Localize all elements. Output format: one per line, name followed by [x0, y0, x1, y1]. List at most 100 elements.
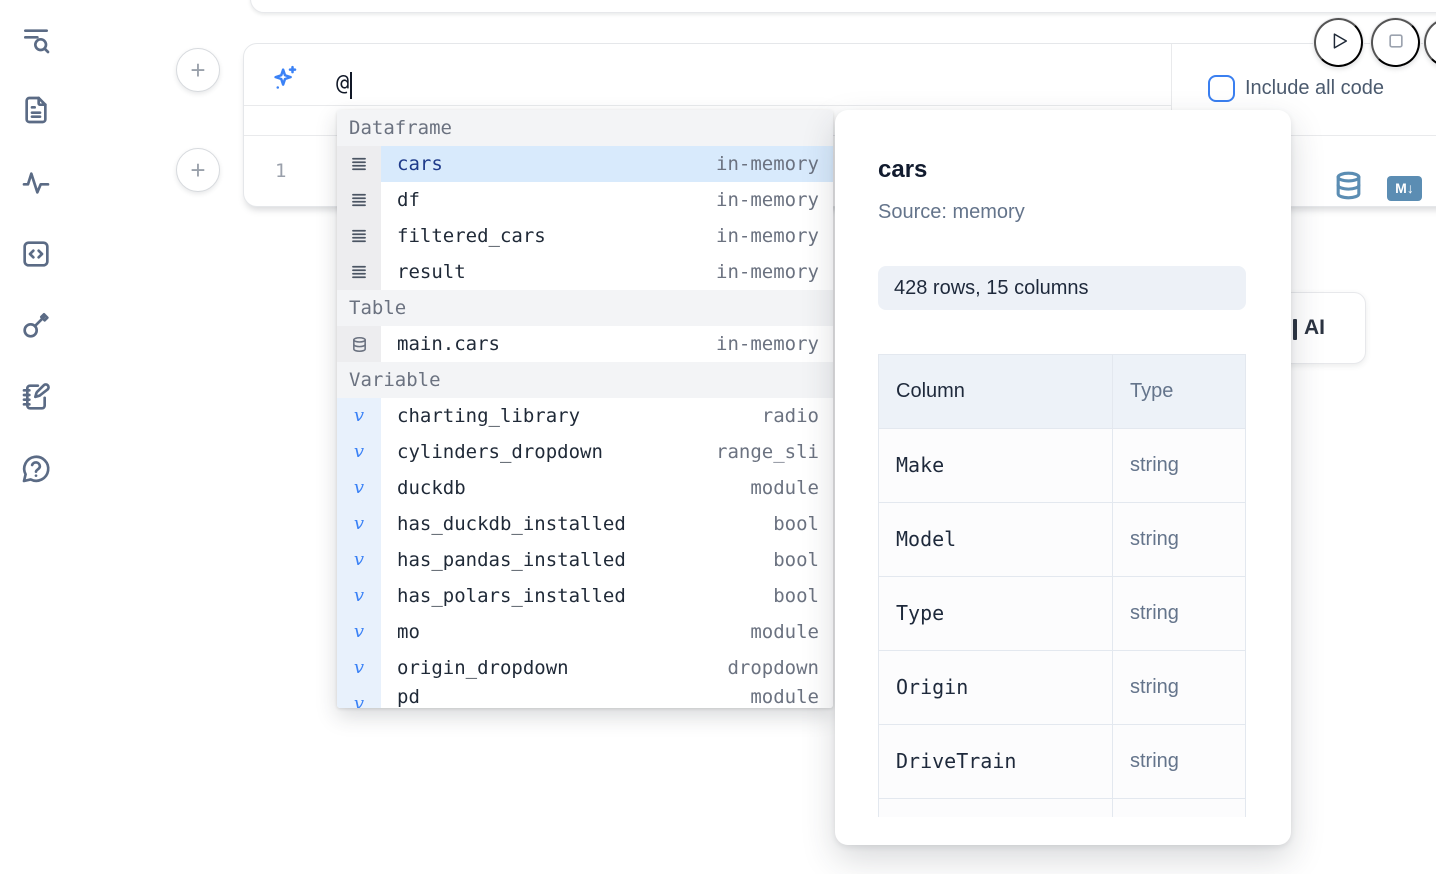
schema-column-name: DriveTrain — [878, 724, 1113, 799]
autocomplete-item[interactable]: result in-memory — [337, 254, 833, 290]
markdown-icon[interactable]: M↓ — [1387, 175, 1422, 201]
include-all-code-label: Include all code — [1245, 77, 1384, 99]
help-chat-icon[interactable] — [19, 452, 53, 486]
sparkles-icon — [270, 64, 300, 99]
item-name: pd — [397, 686, 420, 708]
variable-icon: v — [337, 578, 381, 614]
autocomplete-item[interactable]: main.cars in-memory — [337, 326, 833, 362]
variable-icon: v — [337, 542, 381, 578]
stop-cell-button[interactable] — [1371, 18, 1420, 67]
rows-icon — [337, 254, 381, 290]
item-type: in-memory — [716, 261, 819, 283]
item-type: radio — [761, 405, 819, 427]
code-block-icon[interactable] — [19, 237, 53, 271]
schema-column-name: Model — [878, 502, 1113, 577]
item-name: origin_dropdown — [397, 657, 569, 679]
autocomplete-section-header: Table — [337, 290, 833, 326]
item-name: cars — [397, 153, 443, 175]
schema-header-cell: Type — [1112, 355, 1246, 429]
item-name: result — [397, 261, 466, 283]
include-all-code-area: Include all code — [1171, 44, 1436, 136]
ai-prompt-input[interactable]: @ — [244, 44, 1171, 106]
schema-column-type: string — [1112, 650, 1246, 725]
file-icon[interactable] — [19, 93, 53, 127]
item-name: has_pandas_installed — [397, 549, 626, 571]
text-caret — [350, 72, 353, 99]
item-type: bool — [773, 549, 819, 571]
run-cell-button[interactable] — [1314, 18, 1363, 67]
scratchpad-icon[interactable] — [19, 380, 53, 414]
autocomplete-section-header: Variable — [337, 362, 833, 398]
autocomplete-item[interactable]: v origin_dropdown dropdown — [337, 650, 833, 686]
autocomplete-item[interactable]: v charting_library radio — [337, 398, 833, 434]
add-cell-button-top[interactable]: + — [176, 48, 220, 92]
item-type: module — [750, 477, 819, 499]
key-icon[interactable] — [19, 308, 53, 342]
activity-icon[interactable] — [19, 166, 53, 200]
item-name: has_polars_installed — [397, 585, 626, 607]
item-name: charting_library — [397, 405, 581, 427]
ai-card-label: AI — [1304, 316, 1325, 339]
schema-column-name: Origin — [878, 650, 1113, 725]
toc-search-icon[interactable] — [19, 23, 53, 57]
item-type: bool — [773, 513, 819, 535]
database-icon[interactable] — [1333, 170, 1364, 206]
autocomplete-item[interactable]: v has_pandas_installed bool — [337, 542, 833, 578]
variable-icon: v — [337, 470, 381, 506]
item-name: filtered_cars — [397, 225, 546, 247]
previous-cell-bottom-edge — [250, 0, 1436, 13]
autocomplete-popup: Dataframe cars in-memory df in-memory filtere… — [337, 110, 833, 708]
item-name: has_duckdb_installed — [397, 513, 626, 535]
variable-icon: v — [337, 506, 381, 542]
autocomplete-item[interactable]: v has_duckdb_installed bool — [337, 506, 833, 542]
variable-icon: v — [337, 650, 381, 686]
schema-column-type: string — [1112, 576, 1246, 651]
autocomplete-section-header: Dataframe — [337, 110, 833, 146]
item-name: df — [397, 189, 420, 211]
dataframe-preview-panel: cars Source: memory 428 rows, 15 columns… — [835, 110, 1291, 845]
autocomplete-item[interactable]: v has_polars_installed bool — [337, 578, 833, 614]
schema-column-type: string — [1112, 724, 1246, 799]
item-type: module — [750, 686, 819, 708]
autocomplete-item[interactable]: cars in-memory — [337, 146, 833, 182]
prompt-query-text: @ — [336, 71, 350, 96]
schema-column-name: Make — [878, 428, 1113, 503]
schema-column-type: string — [1112, 502, 1246, 577]
variable-icon: v — [337, 398, 381, 434]
item-name: main.cars — [397, 333, 500, 355]
schema-row-clipped — [878, 798, 1246, 817]
item-type: module — [750, 621, 819, 643]
autocomplete-list: Dataframe cars in-memory df in-memory filtere… — [337, 110, 833, 708]
item-name: cylinders_dropdown — [397, 441, 603, 463]
rows-icon — [337, 182, 381, 218]
item-type: bool — [773, 585, 819, 607]
play-icon — [1328, 30, 1350, 55]
rows-icon — [337, 146, 381, 182]
item-type: in-memory — [716, 333, 819, 355]
sidebar — [0, 0, 72, 874]
preview-shape-badge: 428 rows, 15 columns — [878, 266, 1246, 310]
include-all-code-checkbox[interactable] — [1208, 75, 1235, 102]
item-type: in-memory — [716, 153, 819, 175]
item-type: in-memory — [716, 189, 819, 211]
database-icon — [337, 326, 381, 362]
autocomplete-item[interactable]: df in-memory — [337, 182, 833, 218]
code-editor-row[interactable]: 1 — [244, 136, 1436, 206]
add-cell-button-bottom[interactable]: + — [176, 148, 220, 192]
item-type: dropdown — [727, 657, 819, 679]
variable-icon: v — [337, 434, 381, 470]
schema-header-cell: Column — [878, 355, 1113, 429]
